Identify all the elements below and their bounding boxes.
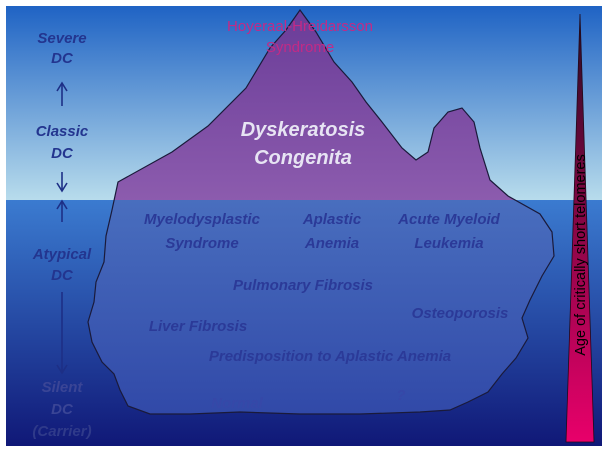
severity-atypical: Atypical bbox=[32, 246, 92, 263]
dc-label-line2: Congenita bbox=[254, 147, 352, 169]
aml-label-line2: Leukemia bbox=[414, 235, 483, 252]
tip-label-line2: Syndrome bbox=[266, 39, 334, 56]
aplastic-label-line2: Anemia bbox=[304, 235, 359, 252]
aml-label-line1: Acute Myeloid bbox=[397, 211, 501, 228]
severity-severe-dc: DC bbox=[51, 50, 74, 67]
severity-silent-carrier: (Carrier) bbox=[32, 423, 91, 440]
osteoporosis-label: Osteoporosis bbox=[412, 305, 509, 322]
pulmonary-label: Pulmonary Fibrosis bbox=[233, 277, 373, 294]
severity-classic-dc: DC bbox=[51, 145, 74, 162]
unknown-label: ? bbox=[396, 387, 405, 404]
predisposition-label: Predisposition to Aplastic Anemia bbox=[209, 348, 451, 365]
aplastic-label-line1: Aplastic bbox=[302, 211, 362, 228]
dc-label-line1: Dyskeratosis bbox=[241, 119, 366, 141]
severity-classic: Classic bbox=[36, 123, 89, 140]
tip-label-line1: Hoyeraal-Hreidarsson bbox=[227, 18, 373, 35]
mds-label-line2: Syndrome bbox=[165, 235, 238, 252]
normal-label: Normal bbox=[211, 395, 264, 412]
severity-silent-dc: DC bbox=[51, 401, 74, 418]
gauge-label: Age of critically short telomeres bbox=[573, 154, 589, 355]
mds-label-line1: Myelodysplastic bbox=[144, 211, 261, 228]
severity-severe: Severe bbox=[37, 30, 86, 47]
severity-silent: Silent bbox=[42, 379, 84, 396]
severity-atypical-dc: DC bbox=[51, 267, 74, 284]
liver-label: Liver Fibrosis bbox=[149, 318, 247, 335]
